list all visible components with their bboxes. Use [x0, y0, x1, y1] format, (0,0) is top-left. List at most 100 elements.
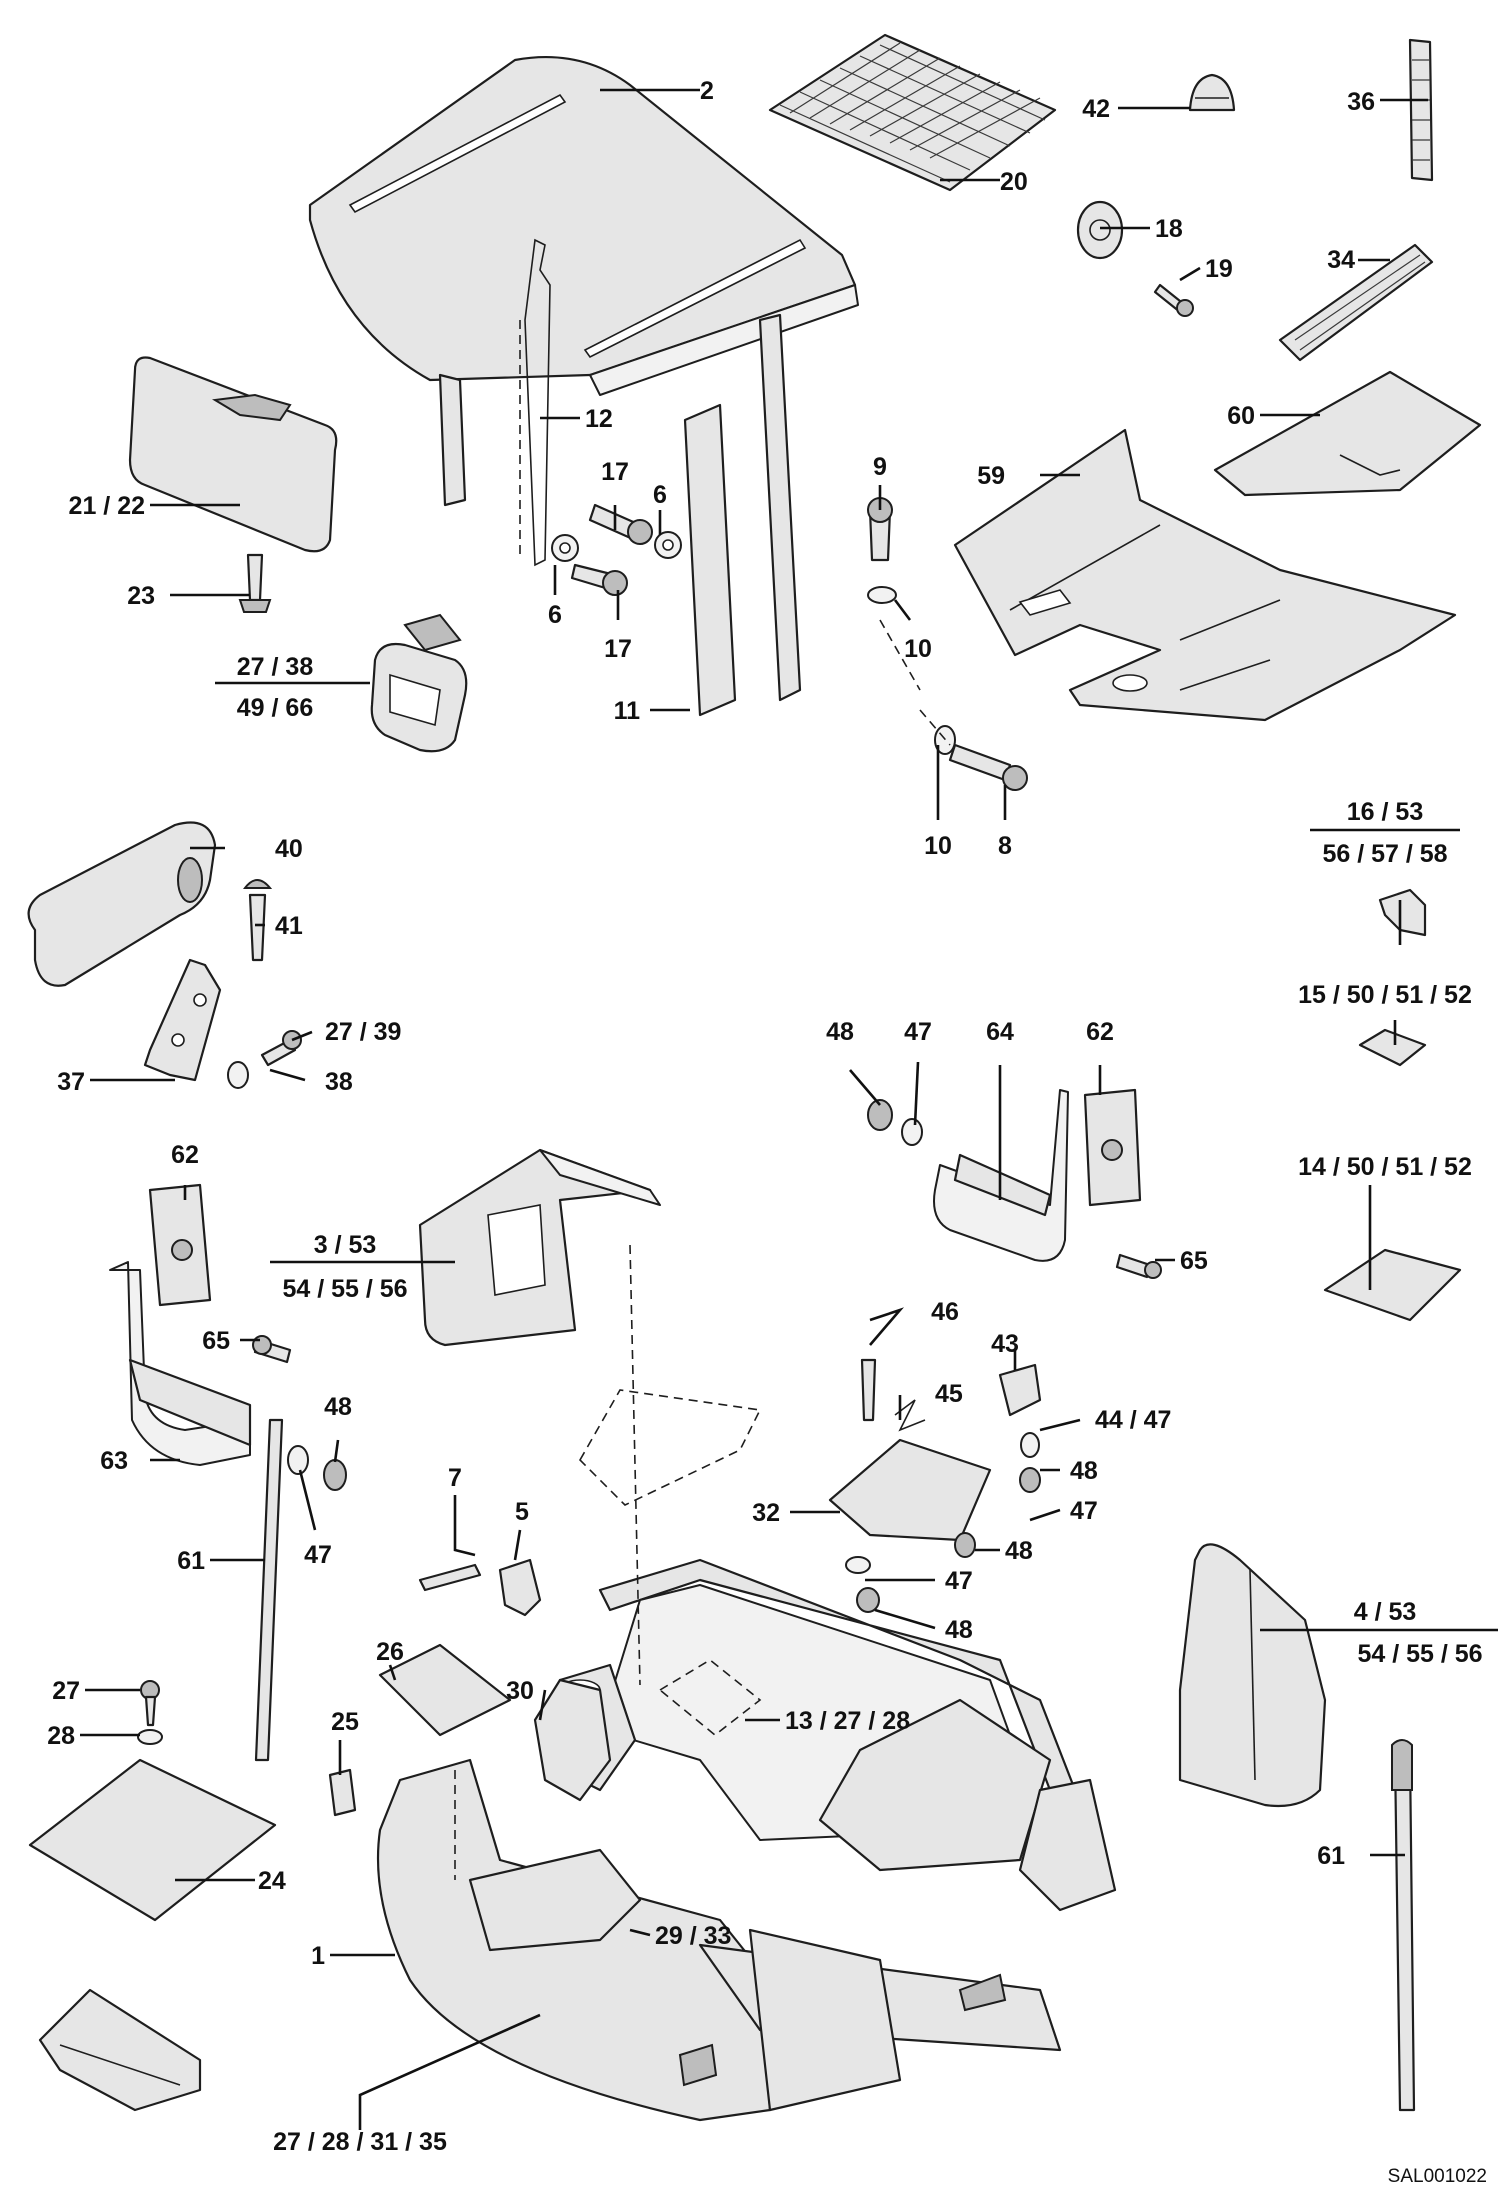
callout-36: 36	[1347, 88, 1375, 116]
bracket-part-37	[143, 958, 222, 1082]
bracket-group-part-13	[579, 1389, 762, 1737]
hinge-part-43	[998, 1363, 1042, 1417]
step-box-part	[38, 1988, 202, 2112]
callout-48-hatch-b: 48	[1005, 1537, 1033, 1565]
callout-6-lower: 6	[548, 601, 562, 629]
rod-part-61-right	[1391, 1739, 1416, 2112]
callout-65-right: 65	[1180, 1247, 1208, 1275]
callout-42: 42	[1082, 95, 1110, 123]
callout-2: 2	[700, 77, 714, 105]
callout-30: 30	[506, 1677, 534, 1705]
callout-1: 1	[311, 1942, 325, 1970]
bracket-part-16-53	[1378, 888, 1427, 937]
bracket-part-25	[328, 1768, 357, 1817]
roof-panel-part-2	[308, 55, 859, 702]
callout-54-55-56-right: 54 / 55 / 56	[1357, 1640, 1482, 1668]
callout-25: 25	[331, 1708, 359, 1736]
leader-lines	[80, 88, 1498, 2130]
callout-60: 60	[1227, 402, 1255, 430]
callout-4-53: 4 / 53	[1354, 1598, 1417, 1626]
callout-24: 24	[258, 1867, 286, 1895]
post-part-11	[683, 403, 737, 717]
callout-61-right: 61	[1317, 1842, 1345, 1870]
callout-40: 40	[275, 835, 303, 863]
callout-21-22: 21 / 22	[69, 492, 145, 520]
grommet-part-42	[1188, 73, 1236, 112]
box-part-30	[533, 1678, 612, 1802]
armrest-part-40	[27, 821, 217, 987]
lever-part-5	[498, 1558, 542, 1617]
handle-part-64	[933, 1089, 1069, 1262]
callout-23: 23	[127, 582, 155, 610]
spring-part-45	[894, 1399, 926, 1432]
bolt-part-27-39	[260, 1030, 302, 1067]
knob-part-18	[1076, 200, 1124, 260]
nut-part-48-left	[323, 1459, 347, 1491]
callout-47-hatch-b: 47	[945, 1567, 973, 1595]
cab-frame-part-1	[376, 1244, 1117, 2122]
callout-12: 12	[585, 405, 613, 433]
callout-labels: 2 20 42 36 18 19 34 60 59 21 / 22 23 12 …	[47, 77, 1487, 2187]
washer-part-47-center	[901, 1118, 923, 1146]
callout-43: 43	[991, 1330, 1019, 1358]
callout-26: 26	[376, 1638, 404, 1666]
lever-part-7	[418, 1563, 482, 1592]
side-panel-part-3-53	[418, 1148, 661, 1347]
callout-64: 64	[986, 1018, 1014, 1046]
callout-49-66: 49 / 66	[237, 694, 313, 722]
bolt-part-8	[879, 619, 1028, 791]
callout-46: 46	[931, 1298, 959, 1326]
callout-63: 63	[100, 1447, 128, 1475]
callout-28: 28	[47, 1722, 75, 1750]
pin-part-17-lower	[570, 563, 628, 596]
callout-62-right: 62	[1086, 1018, 1114, 1046]
callout-59: 59	[977, 462, 1005, 490]
callout-27-38: 27 / 38	[237, 653, 314, 681]
callout-27-39: 27 / 39	[325, 1018, 401, 1046]
floor-panel-part-59	[953, 428, 1457, 722]
washer-part-6-upper	[654, 531, 682, 559]
screw-part-19	[1153, 283, 1194, 317]
callout-10-lower: 10	[924, 832, 952, 860]
callout-19: 19	[1205, 255, 1233, 283]
callout-9: 9	[873, 453, 887, 481]
screw-part-23	[238, 553, 272, 613]
callout-29-33: 29 / 33	[655, 1922, 731, 1950]
callout-3-53: 3 / 53	[314, 1231, 377, 1259]
floor-mat-part-20	[768, 33, 1057, 192]
nut-part-48-center	[867, 1099, 893, 1131]
callout-13-27-28: 13 / 27 / 28	[785, 1707, 910, 1735]
callout-20: 20	[1000, 168, 1028, 196]
bolt-part-41	[242, 879, 273, 962]
callout-16-53: 16 / 53	[1347, 798, 1423, 826]
callout-41: 41	[275, 912, 303, 940]
callout-61-left: 61	[177, 1547, 205, 1575]
callout-34: 34	[1327, 246, 1355, 274]
floor-panel-part-60	[1213, 370, 1482, 497]
clamp-part-62-right	[1083, 1088, 1142, 1207]
callout-48-hatch-a: 48	[1070, 1457, 1098, 1485]
clamp-part-62-left	[148, 1183, 212, 1307]
diagram-reference: SAL001022	[1388, 2166, 1487, 2187]
callout-7: 7	[448, 1464, 462, 1492]
callout-48-center: 48	[826, 1018, 854, 1046]
nuts-part-47-48-hatch	[845, 1432, 1041, 1613]
washer-part-47-left	[287, 1445, 309, 1475]
washer-part-28-left	[137, 1729, 163, 1745]
callout-27: 27	[52, 1677, 80, 1705]
callout-6-upper: 6	[653, 481, 667, 509]
grid-plate-part-34	[1278, 243, 1434, 362]
nut-part-38	[227, 1061, 249, 1089]
callout-8: 8	[998, 832, 1012, 860]
screw-part-46	[860, 1358, 877, 1422]
callout-47-hatch-a: 47	[1070, 1497, 1098, 1525]
callout-48-hatch-c: 48	[945, 1616, 973, 1644]
sun-visor-part-21-22	[128, 356, 338, 553]
bolt-part-65-left	[252, 1335, 292, 1364]
callout-44-47: 44 / 47	[1095, 1406, 1171, 1434]
callout-17-lower: 17	[604, 635, 632, 663]
work-light-part-27-38	[370, 613, 468, 753]
callout-17-upper: 17	[601, 458, 629, 486]
callout-38: 38	[325, 1068, 353, 1096]
